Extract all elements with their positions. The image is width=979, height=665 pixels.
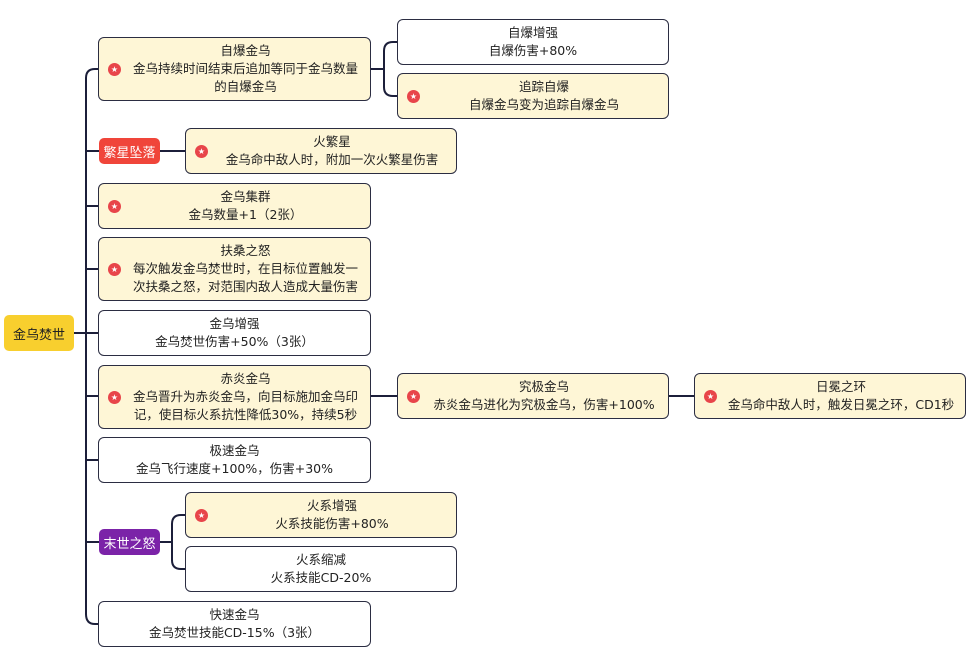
node-zibao-jinwu[interactable]: ★ 自爆金乌 金乌持续时间结束后追加等同于金乌数量的自爆金乌	[98, 37, 371, 101]
node-fusang-zhinu[interactable]: ★ 扶桑之怒 每次触发金乌焚世时，在目标位置触发一次扶桑之怒，对范围内敌人造成大…	[98, 237, 371, 301]
node-desc: 自爆金乌变为追踪自爆金乌	[468, 97, 619, 112]
node-desc: 金乌持续时间结束后追加等同于金乌数量的自爆金乌	[132, 61, 358, 94]
node-title: 自爆金乌	[220, 43, 271, 58]
node-desc: 金乌晋升为赤炎金乌，向目标施加金乌印记，使目标火系抗性降低30%，持续5秒	[132, 389, 358, 422]
node-kuaisu-jinwu[interactable]: 快速金乌 金乌焚世技能CD-15%（3张）	[98, 601, 371, 647]
node-title: 究极金乌	[518, 379, 569, 394]
star-badge-icon: ★	[108, 262, 121, 276]
tag-fanxing-zhuiluo[interactable]: 繁星坠落	[99, 138, 160, 164]
star-badge-icon: ★	[407, 389, 420, 403]
node-title: 火繁星	[313, 134, 351, 149]
node-jinwu-jiqun[interactable]: ★ 金乌集群 金乌数量+1（2张）	[98, 183, 371, 229]
node-title: 金乌集群	[220, 189, 271, 204]
node-title: 自爆增强	[507, 25, 558, 40]
node-title: 扶桑之怒	[220, 243, 271, 258]
star-badge-icon: ★	[108, 62, 121, 76]
node-huoxi-suojian[interactable]: 火系缩减 火系技能CD-20%	[185, 546, 457, 592]
node-desc: 火系技能CD-20%	[270, 570, 372, 585]
star-badge-icon: ★	[704, 389, 717, 403]
node-title: 日冕之环	[815, 379, 866, 394]
star-badge-icon: ★	[407, 89, 420, 103]
node-desc: 火系技能伤害+80%	[275, 516, 389, 531]
node-huofanxing[interactable]: ★ 火繁星 金乌命中敌人时，附加一次火繁星伤害	[185, 128, 457, 174]
root-label: 金乌焚世	[12, 327, 65, 343]
node-desc: 每次触发金乌焚世时，在目标位置触发一次扶桑之怒，对范围内敌人造成大量伤害	[132, 261, 358, 294]
node-title: 赤炎金乌	[220, 371, 271, 386]
node-title: 火系缩减	[295, 552, 346, 567]
node-zibao-zengqiang[interactable]: 自爆增强 自爆伤害+80%	[397, 19, 669, 65]
node-desc: 赤炎金乌进化为究极金乌，伤害+100%	[433, 397, 655, 412]
node-jinwu-zengqiang[interactable]: 金乌增强 金乌焚世伤害+50%（3张）	[98, 310, 371, 356]
star-badge-icon: ★	[195, 144, 208, 158]
root-node[interactable]: 金乌焚世	[4, 315, 74, 351]
node-riyun-zhihuan[interactable]: ★ 日冕之环 金乌命中敌人时，触发日冕之环，CD1秒	[694, 373, 966, 419]
node-title: 金乌增强	[209, 316, 260, 331]
node-huoxi-zengqiang[interactable]: ★ 火系增强 火系技能伤害+80%	[185, 492, 457, 538]
node-title: 追踪自爆	[518, 79, 569, 94]
node-title: 极速金乌	[209, 443, 260, 458]
node-desc: 金乌数量+1（2张）	[188, 207, 303, 222]
node-desc: 金乌焚世技能CD-15%（3张）	[148, 625, 321, 640]
node-desc: 自爆伤害+80%	[488, 43, 578, 58]
star-badge-icon: ★	[108, 199, 121, 213]
node-desc: 金乌命中敌人时，触发日冕之环，CD1秒	[727, 397, 955, 412]
star-badge-icon: ★	[195, 508, 208, 522]
node-desc: 金乌命中敌人时，附加一次火繁星伤害	[225, 152, 439, 167]
tag-moshi-zhinu[interactable]: 末世之怒	[99, 529, 160, 555]
node-zhuizong-zibao[interactable]: ★ 追踪自爆 自爆金乌变为追踪自爆金乌	[397, 73, 669, 119]
node-desc: 金乌焚世伤害+50%（3张）	[155, 334, 314, 349]
node-desc: 金乌飞行速度+100%，伤害+30%	[136, 461, 333, 476]
tag-label: 末世之怒	[103, 536, 156, 552]
node-chiyan-jinwu[interactable]: ★ 赤炎金乌 金乌晋升为赤炎金乌，向目标施加金乌印记，使目标火系抗性降低30%，…	[98, 365, 371, 429]
tag-label: 繁星坠落	[103, 145, 156, 161]
node-jiuji-jinwu[interactable]: ★ 究极金乌 赤炎金乌进化为究极金乌，伤害+100%	[397, 373, 669, 419]
star-badge-icon: ★	[108, 390, 121, 404]
node-title: 火系增强	[306, 498, 357, 513]
node-jisu-jinwu[interactable]: 极速金乌 金乌飞行速度+100%，伤害+30%	[98, 437, 371, 483]
node-title: 快速金乌	[209, 607, 260, 622]
